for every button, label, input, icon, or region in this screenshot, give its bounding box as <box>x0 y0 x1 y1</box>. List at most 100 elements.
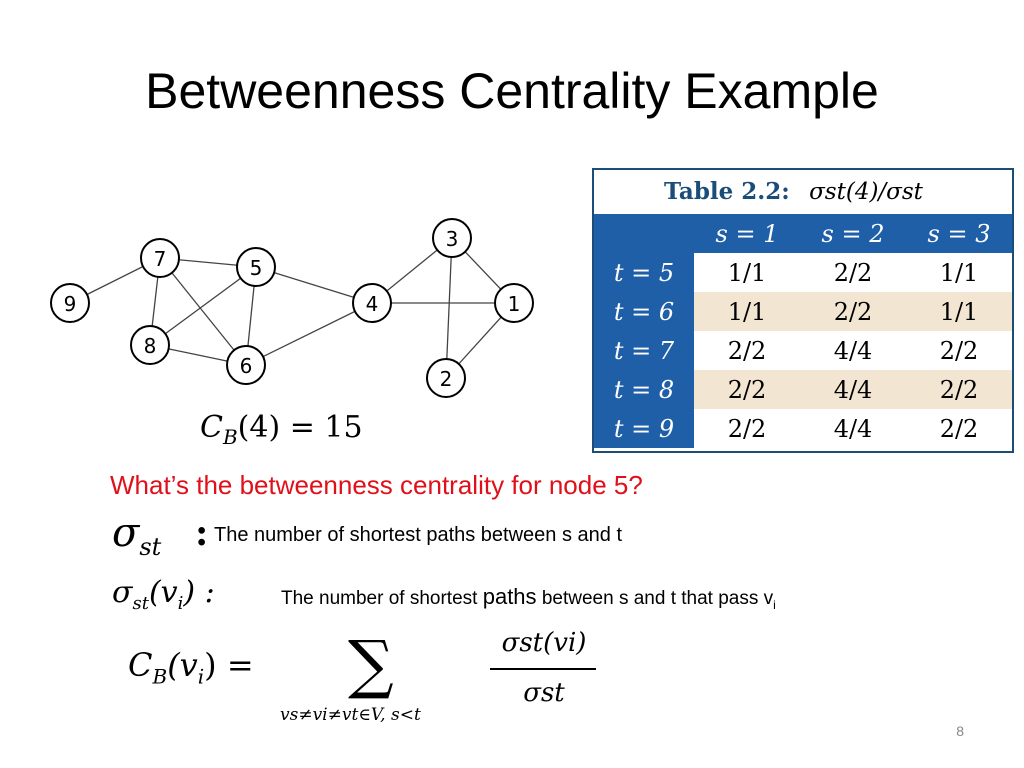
graph-node-8: 8 <box>130 325 170 365</box>
table-header-row: s = 1 s = 2 s = 3 <box>594 214 1012 253</box>
def-text-a: The number of shortest <box>281 588 483 609</box>
fraction-numerator: σst(vi) <box>501 628 587 658</box>
graph-node-5: 5 <box>236 247 276 287</box>
table-cell: 2/2 <box>906 370 1012 409</box>
graph-edge-3-2 <box>445 237 453 379</box>
graph-node-label: 6 <box>240 354 253 378</box>
table-row-header: t = 8 <box>594 370 694 409</box>
sigma-glyph: σ <box>112 575 133 610</box>
question-text: What’s the betweenness centrality for no… <box>110 470 643 500</box>
graph-node-circle <box>494 283 534 323</box>
sigma-st-colon: : <box>195 512 209 554</box>
graph-diagram: 1 2 3 4 5 6 7 8 9 <box>50 218 534 398</box>
sigma-arg-close: ) : <box>183 575 215 610</box>
table-cell: 4/4 <box>833 414 873 443</box>
graph-node-circle <box>432 218 472 258</box>
sigma-st-vi-definition: The number of shortest paths between s a… <box>281 584 776 612</box>
sum-symbol: ∑ <box>348 628 394 702</box>
table-header-cell: s = 2 <box>800 214 906 253</box>
table-row: t = 7 2/2 4/4 2/2 <box>594 331 1012 370</box>
graph-edge-7-6 <box>159 257 247 366</box>
lhs-arg-sub: i <box>197 664 205 689</box>
table-caption-expr: σst(4)/σst <box>809 179 923 205</box>
table-cell: 2/2 <box>727 336 767 365</box>
table-header-cell <box>594 214 694 253</box>
table-cell: 2/2 <box>833 258 873 287</box>
table-row-header: t = 6 <box>594 292 694 331</box>
sigma-sub: st <box>139 533 162 561</box>
graph-node-label: 4 <box>366 292 379 316</box>
graph-edge-5-4 <box>255 266 373 304</box>
page-number: 8 <box>956 723 964 739</box>
graph-node-label: 1 <box>508 292 521 316</box>
table-header-cell: s = 3 <box>906 214 1012 253</box>
cb4-expr: (4) = 15 <box>237 410 363 445</box>
lhs-close: ) = <box>204 646 254 684</box>
graph-node-6: 6 <box>226 345 266 385</box>
graph-node-1: 1 <box>494 283 534 323</box>
cb4-sub: B <box>222 425 238 449</box>
graph-node-circle <box>50 283 90 323</box>
graph-node-label: 8 <box>144 334 157 358</box>
table-row-header: t = 9 <box>594 409 694 448</box>
table-cell: 1/1 <box>694 292 800 331</box>
sum-index: vs≠vi≠vt∈V, s<t <box>280 705 421 725</box>
sigma-arg: (v <box>148 575 178 610</box>
table-cell: 4/4 <box>800 370 906 409</box>
graph-node-2: 2 <box>426 358 466 398</box>
def-text-c: between s and t that pass v <box>536 588 774 609</box>
graph-edge-6-4 <box>245 302 373 366</box>
table-cell: 2/2 <box>939 414 979 443</box>
cb-vi-lhs: CB(vi) = <box>128 646 254 688</box>
graph-edge-8-5 <box>149 266 257 346</box>
table-cell: 2/2 <box>727 414 767 443</box>
table-cell: 1/1 <box>906 292 1012 331</box>
graph-node-circle <box>352 283 392 323</box>
lhs-c: C <box>128 646 153 684</box>
graph-node-4: 4 <box>352 283 392 323</box>
fraction-bar <box>490 668 596 670</box>
graph-node-7: 7 <box>140 238 180 278</box>
slide-title: Betweenness Centrality Example <box>145 63 879 119</box>
table-cell: 2/2 <box>939 336 979 365</box>
def-text-b: paths <box>482 584 537 609</box>
sigma-st-vi-symbol: σst(vi) : <box>112 575 215 614</box>
table-row: t = 6 1/1 2/2 1/1 <box>594 292 1012 331</box>
table-row: t = 9 2/2 4/4 2/2 <box>594 409 1012 448</box>
graph-node-label: 3 <box>446 227 459 251</box>
table-header-cell: s = 1 <box>694 214 800 253</box>
table-cell: 1/1 <box>939 258 979 287</box>
sigma-glyph: σ <box>112 510 140 556</box>
cb4-formula: CB(4) = 15 <box>200 410 363 449</box>
lhs-arg: (v <box>167 646 198 684</box>
table-cell: 2/2 <box>694 370 800 409</box>
graph-node-circle <box>140 238 180 278</box>
table-cell: 4/4 <box>833 336 873 365</box>
def-text-sub: i <box>773 597 776 612</box>
table-row: t = 5 1/1 2/2 1/1 <box>594 253 1012 292</box>
table-row-header: t = 7 <box>594 331 694 370</box>
fraction-denominator: σst <box>523 678 565 708</box>
sigma-sub: st <box>132 593 149 614</box>
table-row: t = 8 2/2 4/4 2/2 <box>594 370 1012 409</box>
sigma-arg-sub: i <box>177 593 184 614</box>
graph-node-label: 5 <box>250 256 263 280</box>
table-caption-label: Table 2.2: <box>664 178 790 205</box>
table-cell: 2/2 <box>800 292 906 331</box>
graph-node-label: 2 <box>440 367 453 391</box>
graph-node-circle <box>236 247 276 287</box>
betweenness-table: Table 2.2: σst(4)/σst s = 1 s = 2 s = 3 … <box>592 168 1014 453</box>
sigma-st-definition: The number of shortest paths between s a… <box>214 524 623 546</box>
graph-node-3: 3 <box>432 218 472 258</box>
graph-node-circle <box>130 325 170 365</box>
graph-node-label: 9 <box>64 292 77 316</box>
graph-node-9: 9 <box>50 283 90 323</box>
graph-node-circle <box>426 358 466 398</box>
table-cell: 1/1 <box>727 258 767 287</box>
table-row-header: t = 5 <box>594 253 694 292</box>
graph-node-label: 7 <box>154 247 167 271</box>
cb4-c: C <box>200 410 223 445</box>
table-grid: s = 1 s = 2 s = 3 t = 5 1/1 2/2 1/1 t = … <box>594 214 1012 448</box>
lhs-sub: B <box>152 664 168 689</box>
graph-node-circle <box>226 345 266 385</box>
